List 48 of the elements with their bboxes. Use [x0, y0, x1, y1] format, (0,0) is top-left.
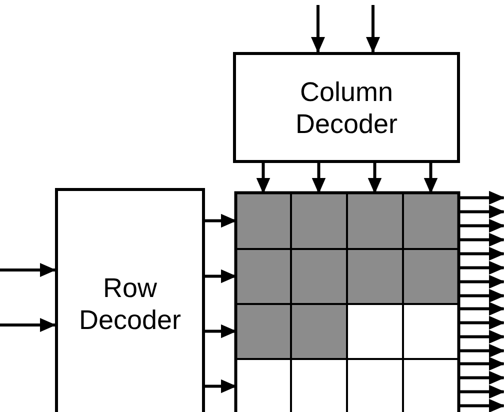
memory-cell: [346, 358, 403, 412]
arrow: [458, 246, 504, 261]
arrow: [458, 356, 504, 371]
memory-cell: [402, 192, 459, 249]
memory-cell: [236, 358, 291, 412]
memory-cell: [402, 304, 459, 359]
arrow: [256, 163, 270, 194]
arrow: [458, 316, 504, 330]
arrow: [458, 370, 504, 385]
arrow: [458, 398, 504, 412]
memory-cell: [402, 358, 459, 412]
decoder-box: [55, 188, 205, 412]
arrow: [0, 318, 56, 332]
arrow: [366, 5, 380, 53]
arrow: [205, 324, 237, 338]
arrow: [458, 190, 504, 205]
arrow: [458, 232, 504, 247]
block-label: Column Decoder: [294, 76, 399, 140]
arrow: [368, 163, 382, 194]
arrow: [458, 204, 504, 219]
memory-cell: [290, 358, 347, 412]
arrow: [458, 260, 504, 275]
arrow: [205, 269, 237, 284]
memory-cell: [290, 192, 347, 249]
arrow: [205, 214, 237, 228]
arrow: [312, 163, 326, 194]
decoder-box: [233, 52, 460, 163]
memory-cell: [236, 304, 291, 359]
arrow: [205, 379, 237, 394]
memory-cell: [290, 304, 347, 359]
arrow: [458, 344, 504, 358]
arrow: [458, 218, 504, 233]
arrow: [458, 384, 504, 399]
memory-cell: [402, 248, 459, 304]
arrow: [458, 302, 504, 316]
arrow: [458, 288, 504, 303]
arrow: [311, 5, 325, 53]
arrow: [458, 330, 504, 344]
block-label: Row Decoder: [78, 272, 182, 336]
memory-cell: [236, 248, 291, 304]
arrow: [458, 274, 504, 289]
memory-cell: [236, 192, 291, 249]
arrow: [424, 163, 438, 194]
memory-cell: [346, 248, 403, 304]
memory-cell: [346, 192, 403, 249]
memory-cell: [346, 304, 403, 359]
memory-cell: [290, 248, 347, 304]
arrow: [0, 263, 56, 277]
